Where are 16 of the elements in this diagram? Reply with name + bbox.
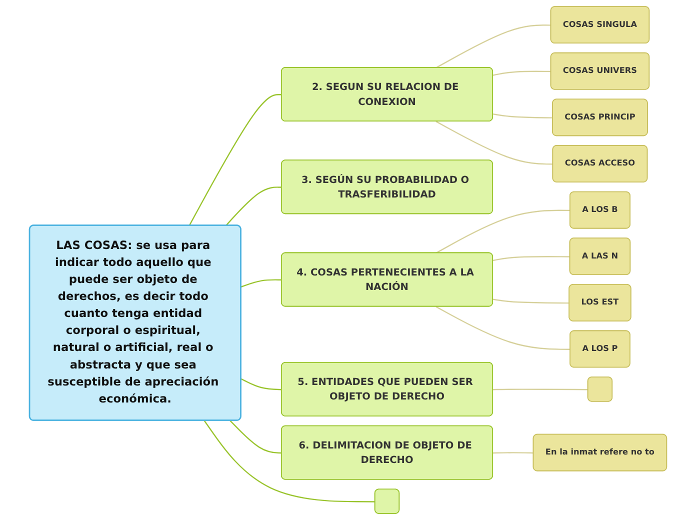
connector [436, 306, 570, 350]
connector [436, 120, 553, 165]
connector [204, 420, 376, 502]
connector [492, 388, 588, 390]
connector [230, 420, 282, 454]
connector [240, 378, 282, 390]
connector [240, 279, 282, 288]
connector [436, 210, 570, 254]
connector [492, 256, 570, 262]
connector [492, 70, 552, 76]
connector [436, 24, 552, 68]
connector [492, 298, 570, 304]
connector [188, 94, 282, 226]
connector [492, 113, 553, 118]
connector [225, 186, 282, 226]
connector [492, 452, 534, 454]
